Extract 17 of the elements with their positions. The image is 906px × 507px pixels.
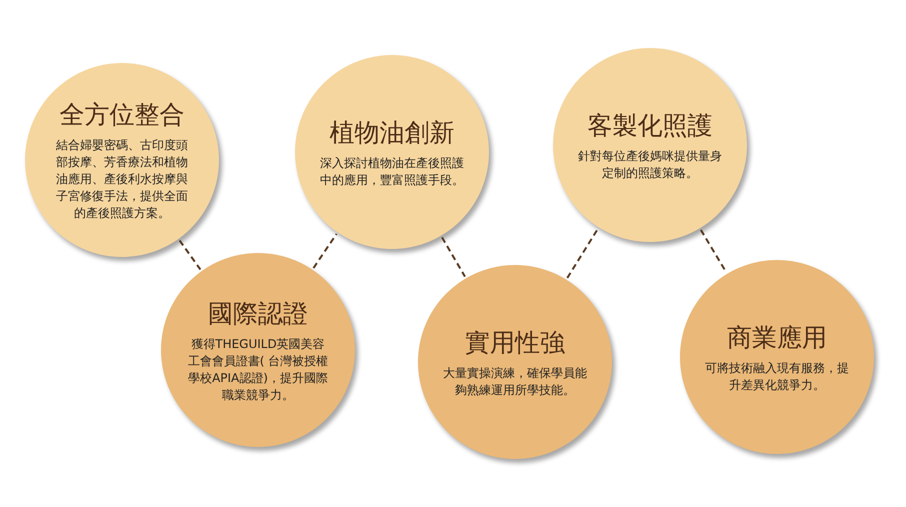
circle-heading: 植物油創新 — [330, 116, 454, 148]
circle-description: 大量實操演練，確保學員能夠熟練運用所學技能。 — [442, 364, 588, 398]
dashed-connector — [312, 233, 338, 269]
dashed-connector — [178, 240, 202, 270]
circle-description: 獲得THEGUILD英國美容工會會員證書( 台灣被授權學校APIA認證)，提升國際職業競爭力。 — [187, 336, 329, 404]
circle-heading: 客製化照護 — [588, 110, 712, 142]
dashed-connector — [441, 236, 466, 278]
circle-heading: 商業應用 — [727, 322, 827, 354]
circle-heading: 實用性強 — [465, 326, 565, 358]
circle-description: 結合婦嬰密碼、古印度頭部按摩、芳香療法和植物油應用、產後利水按摩與子宮修復手法，提供全面的產後照護方案。 — [55, 137, 189, 222]
circle-description: 可將技術融入現有服務，提升差異化競爭力。 — [704, 360, 850, 394]
dashed-connector — [700, 229, 727, 273]
circle-description: 深入探討植物油在產後照護中的應用，豐富照護手段。 — [319, 154, 465, 188]
circle-heading: 國際認證 — [208, 298, 308, 330]
dashed-connector — [566, 228, 599, 278]
circle-description: 針對每位產後媽咪提供量身定制的照護策略。 — [577, 148, 723, 182]
circle-heading: 全方位整合 — [60, 99, 184, 131]
